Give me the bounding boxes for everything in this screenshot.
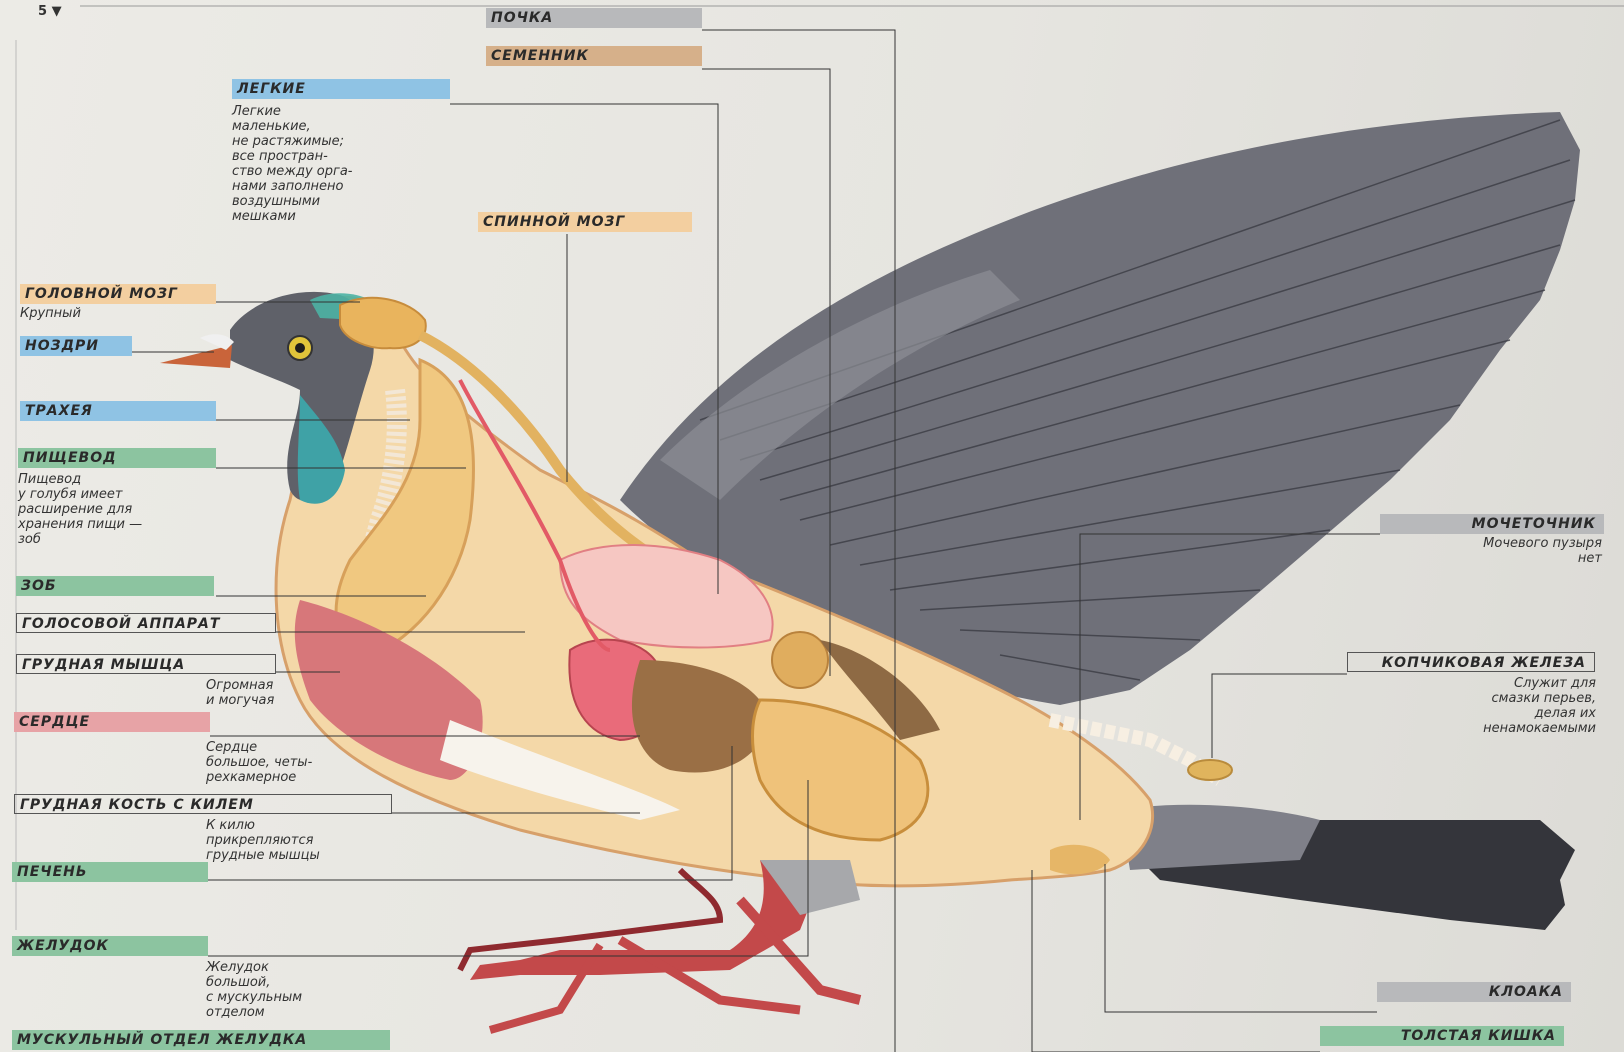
label-esophagus: ПИЩЕВОД	[18, 448, 216, 468]
label-nostrils: НОЗДРИ	[20, 336, 132, 356]
tail	[1100, 805, 1575, 930]
label-spinal-cord: СПИННОЙ МОЗГ	[478, 212, 692, 232]
label-brain: ГОЛОВНОЙ МОЗГ	[20, 284, 216, 304]
brain	[340, 298, 426, 348]
label-trachea: ТРАХЕЯ	[20, 401, 216, 421]
desc-ureter: Мочевого пузыря нет	[1390, 536, 1602, 566]
desc-lungs: Легкие маленькие, не растяжимые; все про…	[232, 104, 353, 224]
desc-pectoral-muscle: Огромная и могучая	[206, 678, 274, 708]
legs	[460, 860, 860, 1030]
desc-stomach: Желудок большой, с мускульным отделом	[206, 960, 302, 1020]
label-heart: СЕРДЦЕ	[14, 712, 210, 732]
label-lungs: ЛЕГКИЕ	[232, 79, 450, 99]
label-ureter: МОЧЕТОЧНИК	[1380, 514, 1604, 534]
testis	[772, 632, 828, 688]
desc-heart: Сердце большое, четы- рехкамерное	[206, 740, 312, 785]
label-kidney: ПОЧКА	[486, 8, 702, 28]
label-gizzard: МУСКУЛЬНЫЙ ОТДЕЛ ЖЕЛУДКА	[12, 1030, 390, 1050]
label-testis: СЕМЕННИК	[486, 46, 702, 66]
label-crop: ЗОБ	[16, 576, 214, 596]
label-syrinx: ГОЛОСОВОЙ АППАРАТ	[16, 613, 276, 633]
label-large-intestine: ТОЛСТАЯ КИШКА	[1320, 1026, 1564, 1046]
label-pectoral-muscle: ГРУДНАЯ МЫШЦА	[16, 654, 276, 674]
label-liver: ПЕЧЕНЬ	[12, 862, 208, 882]
desc-uropygial-gland: Служит для смазки перьев, делая их ненам…	[1390, 676, 1596, 736]
desc-sternum-keel: К килю прикрепляются грудные мышцы	[206, 818, 320, 863]
desc-esophagus: Пищевод у голубя имеет расширение для хр…	[18, 472, 142, 547]
label-stomach: ЖЕЛУДОК	[12, 936, 208, 956]
label-sternum-keel: ГРУДНАЯ КОСТЬ С КИЛЕМ	[14, 794, 392, 814]
uropygial-gland	[1188, 760, 1232, 780]
label-cloaca: КЛОАКА	[1377, 982, 1571, 1002]
label-uropygial-gland: КОПЧИКОВАЯ ЖЕЛЕЗА	[1347, 652, 1595, 672]
desc-brain: Крупный	[20, 306, 81, 321]
